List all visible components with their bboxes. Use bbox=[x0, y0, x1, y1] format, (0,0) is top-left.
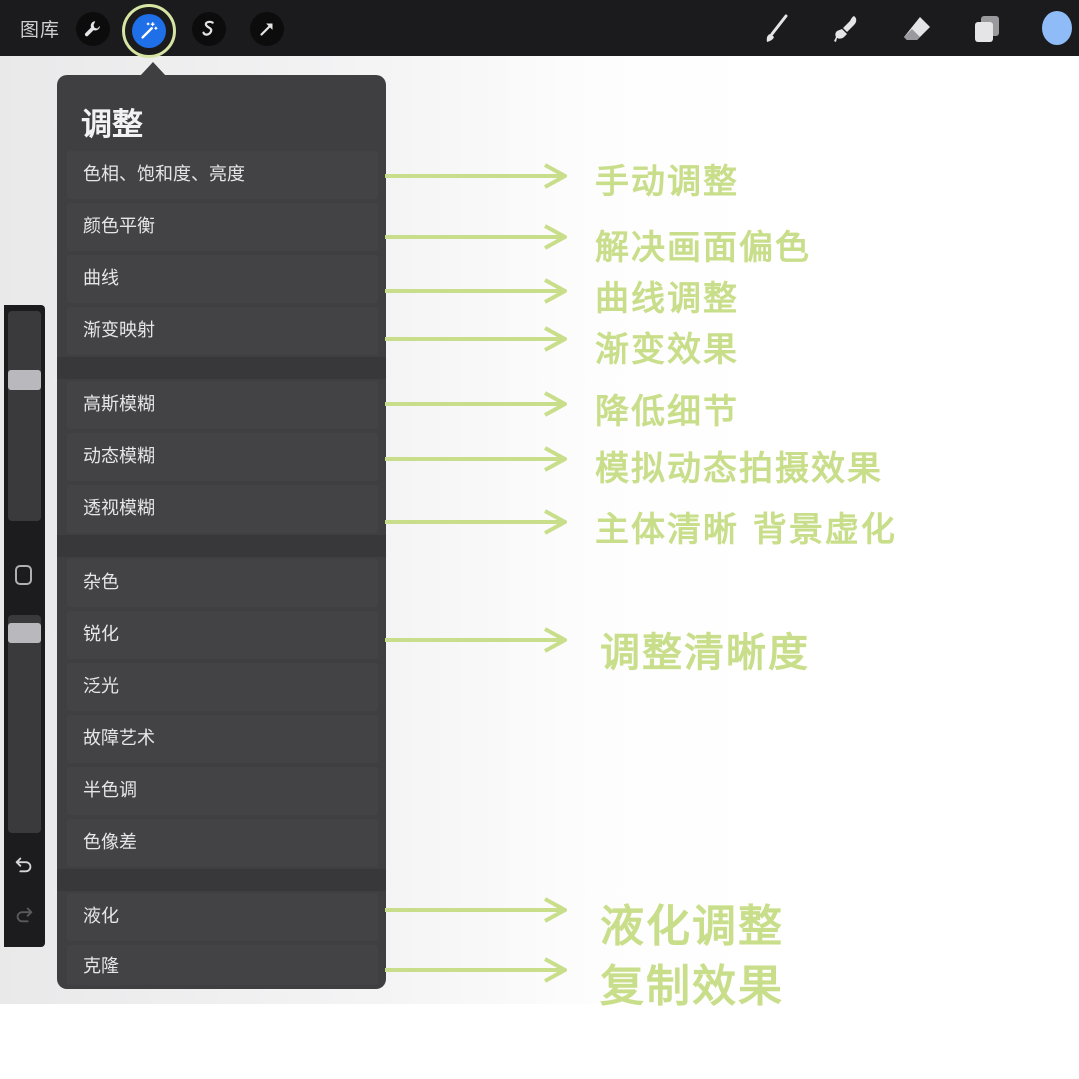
group-divider bbox=[57, 869, 386, 891]
annotation-label: 手动调整 bbox=[595, 162, 739, 202]
sidebar bbox=[4, 305, 45, 947]
adjustments-panel: 调整 色相、饱和度、亮度 颜色平衡 曲线 渐变映射 高斯模糊 动态模糊 透视模糊… bbox=[57, 75, 386, 989]
layers-icon[interactable] bbox=[970, 12, 1004, 46]
annotation-arrow bbox=[385, 224, 567, 250]
annotation-label: 复制效果 bbox=[600, 961, 784, 1012]
color-picker[interactable] bbox=[1042, 11, 1072, 45]
annotation-arrow bbox=[385, 627, 567, 653]
menu-item-noise[interactable]: 杂色 bbox=[67, 559, 378, 607]
eraser-icon[interactable] bbox=[900, 12, 934, 46]
annotation-label: 曲线调整 bbox=[595, 279, 739, 319]
annotation-arrow bbox=[385, 957, 567, 983]
brush-size-handle[interactable] bbox=[8, 370, 41, 390]
annotation-label: 液化调整 bbox=[600, 901, 784, 952]
annotation-arrow bbox=[385, 509, 567, 535]
opacity-handle[interactable] bbox=[8, 623, 41, 643]
annotation-arrow bbox=[385, 446, 567, 472]
undo-icon[interactable] bbox=[13, 853, 35, 875]
panel-title: 调整 bbox=[81, 107, 143, 143]
menu-item-hue-saturation-brightness[interactable]: 色相、饱和度、亮度 bbox=[67, 151, 378, 199]
menu-item-color-balance[interactable]: 颜色平衡 bbox=[67, 203, 378, 251]
annotation-arrow bbox=[385, 326, 567, 352]
annotation-label: 降低细节 bbox=[595, 392, 739, 432]
top-toolbar: 图库 bbox=[0, 0, 1079, 58]
smudge-icon[interactable] bbox=[830, 12, 864, 46]
menu-item-chromatic-aberration[interactable]: 色像差 bbox=[67, 819, 378, 867]
annotation-arrow bbox=[385, 391, 567, 417]
brush-icon[interactable] bbox=[760, 12, 794, 46]
annotation-arrow bbox=[385, 163, 567, 189]
menu-item-liquify[interactable]: 液化 bbox=[67, 893, 378, 941]
group-divider bbox=[57, 357, 386, 379]
transform-icon[interactable] bbox=[250, 12, 284, 46]
menu-item-motion-blur[interactable]: 动态模糊 bbox=[67, 433, 378, 481]
menu-item-curves[interactable]: 曲线 bbox=[67, 255, 378, 303]
wrench-icon[interactable] bbox=[76, 12, 110, 46]
menu-item-gradient-map[interactable]: 渐变映射 bbox=[67, 307, 378, 355]
annotation-label: 调整清晰度 bbox=[600, 630, 810, 676]
menu-item-bloom[interactable]: 泛光 bbox=[67, 663, 378, 711]
brush-size-slider[interactable] bbox=[8, 311, 41, 521]
magic-wand-icon[interactable] bbox=[132, 14, 166, 48]
annotation-arrow bbox=[385, 897, 567, 923]
popover-caret bbox=[140, 62, 166, 76]
annotation-arrow bbox=[385, 278, 567, 304]
menu-item-glitch[interactable]: 故障艺术 bbox=[67, 715, 378, 763]
menu-item-clone[interactable]: 克隆 bbox=[67, 945, 378, 985]
annotation-label: 主体清晰 背景虚化 bbox=[595, 510, 897, 550]
annotation-label: 模拟动态拍摄效果 bbox=[595, 449, 883, 489]
page-background bbox=[0, 1004, 1079, 1079]
group-divider bbox=[57, 535, 386, 557]
annotation-label: 解决画面偏色 bbox=[595, 228, 811, 268]
annotation-label: 渐变效果 bbox=[595, 330, 739, 370]
modify-button[interactable] bbox=[15, 565, 32, 585]
opacity-slider[interactable] bbox=[8, 615, 41, 833]
redo-icon[interactable] bbox=[13, 903, 35, 925]
menu-item-sharpen[interactable]: 锐化 bbox=[67, 611, 378, 659]
active-tool-highlight bbox=[122, 4, 176, 58]
gallery-button[interactable]: 图库 bbox=[20, 19, 61, 41]
menu-item-gaussian-blur[interactable]: 高斯模糊 bbox=[67, 381, 378, 429]
selection-icon[interactable] bbox=[192, 12, 226, 46]
menu-item-perspective-blur[interactable]: 透视模糊 bbox=[67, 485, 378, 533]
menu-item-halftone[interactable]: 半色调 bbox=[67, 767, 378, 815]
